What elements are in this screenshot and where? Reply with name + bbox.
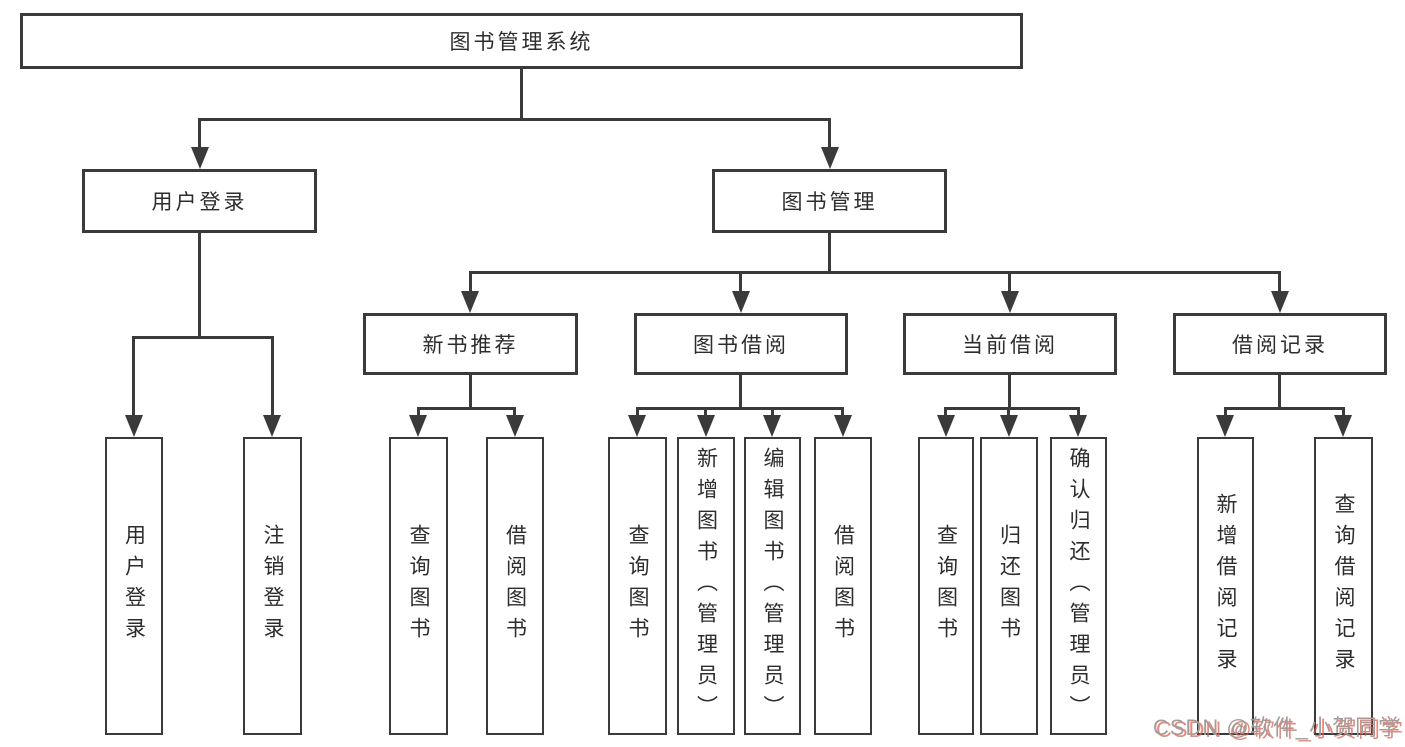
connector-arrow xyxy=(821,147,839,169)
connector-line xyxy=(271,336,274,417)
node-label: 图书借阅 xyxy=(693,334,789,357)
connector-arrow xyxy=(506,415,524,437)
node-label: 编辑图书（管理员） xyxy=(761,446,784,726)
node-book-borrowing: 图书借阅 xyxy=(634,313,848,375)
connector-line xyxy=(1007,407,1010,418)
node-label: 新书推荐 xyxy=(422,334,519,357)
leaf-cb-confirm-return-admin: 确认归还（管理员） xyxy=(1050,437,1107,735)
connector-line xyxy=(1008,375,1011,407)
node-borrow-records: 借阅记录 xyxy=(1173,313,1387,375)
connector-line xyxy=(198,118,201,152)
connector-line xyxy=(771,407,774,418)
connector-line xyxy=(1077,407,1080,418)
node-label: 查询借阅记录 xyxy=(1332,493,1355,679)
connector-line xyxy=(1008,271,1011,295)
connector-line xyxy=(132,336,135,417)
connector-arrow xyxy=(732,291,750,313)
connector-line xyxy=(1224,407,1345,410)
node-label: 借阅记录 xyxy=(1232,334,1328,357)
node-label: 用户登录 xyxy=(122,524,146,648)
node-label: 当前借阅 xyxy=(962,334,1058,357)
leaf-bb-query-books: 查询图书 xyxy=(608,437,667,735)
connector-line xyxy=(1224,407,1227,418)
connector-arrow xyxy=(409,415,427,437)
connector-line xyxy=(944,407,1079,410)
leaf-bb-add-books-admin: 新增图书（管理员） xyxy=(677,437,735,735)
connector-line xyxy=(739,375,742,407)
connector-line xyxy=(198,233,201,336)
connector-arrow xyxy=(1216,415,1234,437)
connector-arrow xyxy=(1271,291,1289,313)
node-label: 新增借阅记录 xyxy=(1214,493,1237,679)
connector-line xyxy=(469,271,1281,274)
connector-line xyxy=(704,407,707,418)
node-label: 查询图书 xyxy=(934,524,958,648)
leaf-user-login: 用户登录 xyxy=(105,437,163,735)
connector-line xyxy=(828,233,831,271)
connector-arrow xyxy=(1069,415,1087,437)
node-label: 查询图书 xyxy=(407,524,430,648)
connector-arrow xyxy=(834,415,852,437)
node-label: 确认归还（管理员） xyxy=(1067,446,1090,726)
leaf-rec-query-books: 查询图书 xyxy=(389,437,448,735)
connector-line xyxy=(469,271,472,295)
connector-line xyxy=(520,69,523,118)
connector-line xyxy=(513,407,516,418)
leaf-logout: 注销登录 xyxy=(243,437,302,735)
connector-line xyxy=(417,407,516,410)
connector-line xyxy=(841,407,844,418)
connector-line xyxy=(828,118,831,152)
connector-line xyxy=(739,271,742,295)
node-label: 借阅图书 xyxy=(831,524,855,648)
leaf-cb-query-books: 查询图书 xyxy=(918,437,974,735)
connector-line xyxy=(198,118,831,121)
connector-arrow xyxy=(1001,291,1019,313)
connector-line xyxy=(1342,407,1345,418)
connector-line xyxy=(636,407,639,418)
connector-line xyxy=(1278,375,1281,407)
connector-line xyxy=(1278,271,1281,295)
leaf-bb-edit-books-admin: 编辑图书（管理员） xyxy=(744,437,801,735)
node-label: 查询图书 xyxy=(626,524,649,648)
node-user-login: 用户登录 xyxy=(82,169,317,233)
connector-arrow xyxy=(191,147,209,169)
node-label: 用户登录 xyxy=(151,191,248,214)
connector-arrow xyxy=(628,415,646,437)
node-book-management: 图书管理 xyxy=(712,169,947,233)
node-label: 注销登录 xyxy=(261,524,284,648)
connector-arrow xyxy=(263,415,281,437)
connector-arrow xyxy=(461,291,479,313)
connector-line xyxy=(469,375,472,407)
connector-arrow xyxy=(937,415,955,437)
node-label: 新增图书（管理员） xyxy=(694,446,718,726)
node-label: 归还图书 xyxy=(997,524,1021,648)
connector-line xyxy=(944,407,947,418)
connector-arrow xyxy=(125,415,143,437)
connector-arrow xyxy=(1000,415,1018,437)
connector-line xyxy=(636,407,844,410)
connector-line xyxy=(132,336,273,339)
node-label: 图书管理系统 xyxy=(449,31,594,54)
csdn-watermark: CSDN @软件_小贺同学 xyxy=(1152,715,1401,740)
connector-arrow xyxy=(1334,415,1352,437)
node-label: 借阅图书 xyxy=(503,524,527,648)
connector-line xyxy=(417,407,420,418)
leaf-cb-return-books: 归还图书 xyxy=(980,437,1038,735)
node-current-borrowing: 当前借阅 xyxy=(903,313,1117,375)
node-new-book-recommend: 新书推荐 xyxy=(363,313,578,375)
leaf-rec-borrow-books: 借阅图书 xyxy=(486,437,544,735)
connector-arrow xyxy=(763,415,781,437)
leaf-br-query-record: 查询借阅记录 xyxy=(1314,437,1373,735)
leaf-bb-borrow-books: 借阅图书 xyxy=(814,437,872,735)
leaf-br-add-record: 新增借阅记录 xyxy=(1197,437,1254,735)
node-library-system: 图书管理系统 xyxy=(20,13,1023,69)
node-label: 图书管理 xyxy=(781,191,878,214)
connector-arrow xyxy=(697,415,715,437)
